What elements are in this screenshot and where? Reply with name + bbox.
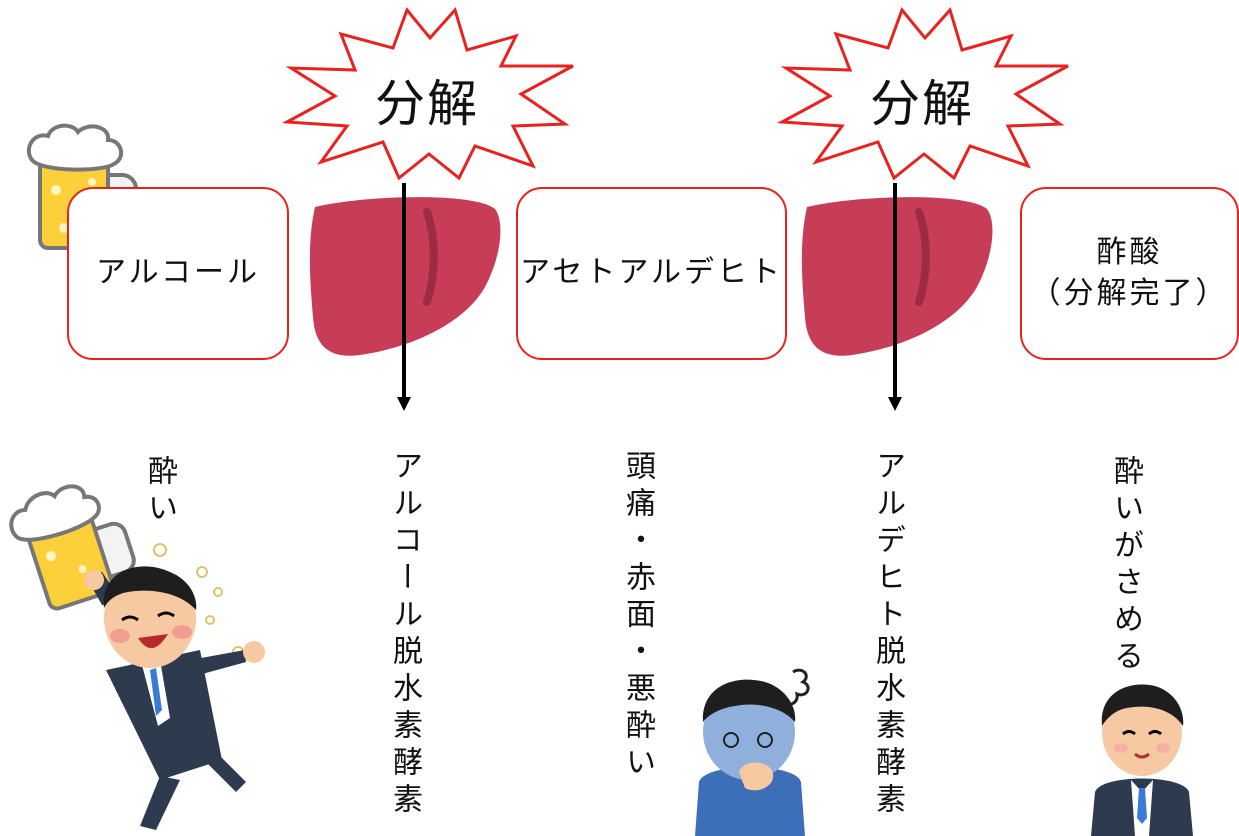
- stage-label-acetaldehyde: アセトアルデヒト: [519, 255, 784, 291]
- burst-label-2: 分解: [870, 75, 974, 133]
- stage-label-acetic-acid: 酢酸: [1096, 235, 1163, 270]
- sick-man-icon: [695, 668, 810, 836]
- liver-icon: [801, 197, 993, 356]
- stage-box-acetic-acid: 酢酸 （分解完了）: [1020, 187, 1239, 360]
- enzyme-text-aldehyde-dehydrogenase: アルデヒト脱水素酵素: [870, 450, 905, 820]
- enzyme-arrow-1: [397, 183, 411, 411]
- stage-box-acetaldehyde: アセトアルデヒト: [516, 187, 787, 360]
- burst-icon: [776, 7, 1069, 181]
- liver-icon: [309, 197, 501, 356]
- enzyme-arrow-2: [888, 183, 902, 411]
- burst-icon: [281, 7, 574, 181]
- stage-box-alcohol: アルコール: [67, 187, 289, 360]
- effect-text-hangover: 頭痛・赤面・悪酔い: [620, 450, 655, 783]
- effect-text-drunk: 酔い: [142, 455, 177, 529]
- effect-text-sober: 酔いがさめる: [1108, 455, 1143, 677]
- stage-label-complete: （分解完了）: [1030, 275, 1229, 311]
- burst-label-1: 分解: [375, 75, 479, 133]
- sober-man-icon: [1091, 684, 1193, 836]
- stage-label-alcohol: アルコール: [95, 255, 261, 291]
- drunk-man-icon: [9, 484, 265, 830]
- enzyme-text-alcohol-dehydrogenase: アルコール脱水素酵素: [387, 450, 422, 820]
